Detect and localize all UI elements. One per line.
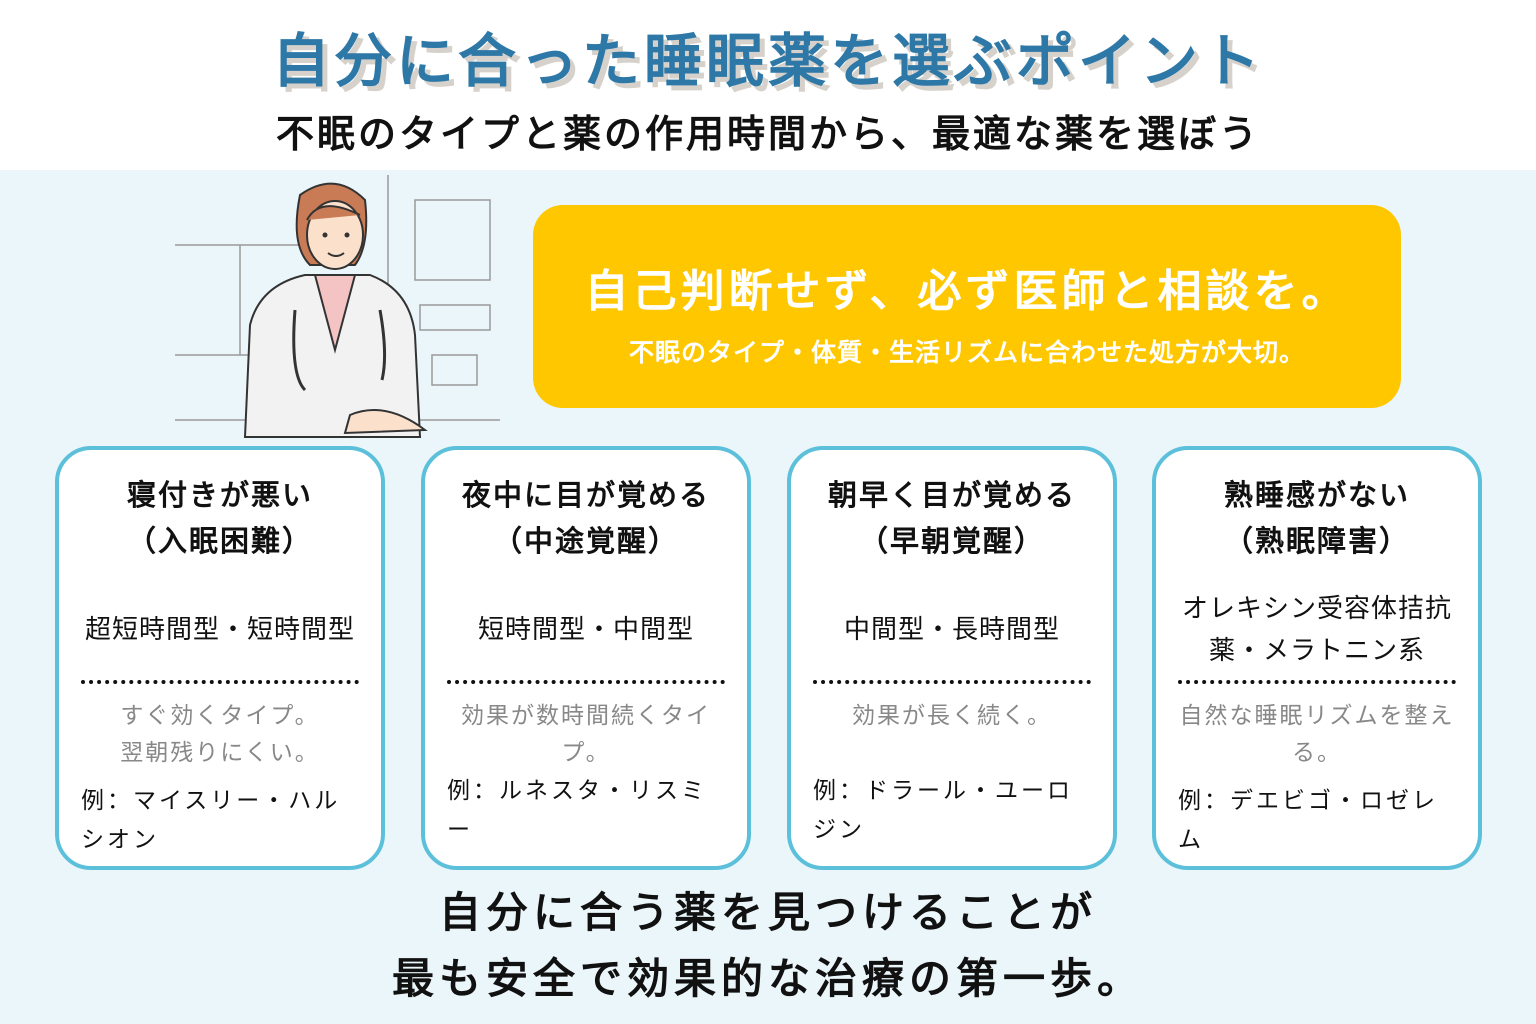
page-subtitle: 不眠のタイプと薬の作用時間から、最適な薬を選ぼう xyxy=(275,112,1260,156)
insomnia-card-early-waking: 朝早く目が覚める （早朝覚醒） 中間型・長時間型 効果が長く続く。 例：ドラール・… xyxy=(787,446,1117,870)
doctor-illustration xyxy=(175,175,500,438)
card-drug-type: 短時間型・中間型 xyxy=(477,615,694,645)
card-drug-type: オレキシン受容体拮抗薬・メラトニン系 xyxy=(1181,594,1452,666)
dotted-divider xyxy=(81,680,359,684)
card-title: 夜中に目が覚める （中途覚醒） xyxy=(425,472,747,564)
closing-line-1: 自分に合う薬を見つけることが xyxy=(438,888,1097,937)
callout-subtext: 不眠のタイプ・体質・生活リズムに合わせた処方が大切。 xyxy=(628,338,1305,367)
card-title-line: 夜中に目が覚める xyxy=(461,478,710,512)
card-drug-type: 超短時間型・短時間型 xyxy=(84,615,355,645)
closing-message: 自分に合う薬を見つけることが 最も安全で効果的な治療の第一歩。 xyxy=(0,880,1536,1012)
dotted-divider xyxy=(447,680,725,684)
card-example: 例：マイスリー・ハルシオン xyxy=(81,788,341,853)
insomnia-card-mid-waking: 夜中に目が覚める （中途覚醒） 短時間型・中間型 効果が数時間続くタイプ。 例：ル… xyxy=(421,446,751,870)
card-title-line: 朝早く目が覚める xyxy=(827,478,1076,512)
card-title-subline: （入眠困難） xyxy=(126,524,313,558)
insomnia-card-sleep-onset: 寝付きが悪い （入眠困難） 超短時間型・短時間型 すぐ効くタイプ。 翌朝残りにくい… xyxy=(55,446,385,870)
insomnia-card-poor-quality: 熟睡感がない （熟眠障害） オレキシン受容体拮抗薬・メラトニン系 自然な睡眠リズム… xyxy=(1152,446,1482,870)
card-description: すぐ効くタイプ。 翌朝残りにくい。 xyxy=(120,703,320,766)
card-example: 例：デエビゴ・ロゼレム xyxy=(1178,788,1438,853)
dotted-divider xyxy=(1178,680,1456,684)
callout-heading: 自己判断せず、必ず医師と相談を。 xyxy=(584,266,1350,317)
card-description: 効果が数時間続くタイプ。 xyxy=(461,703,711,766)
card-title-line: 熟睡感がない xyxy=(1223,478,1410,512)
closing-line-2: 最も安全で効果的な治療の第一歩。 xyxy=(391,954,1144,1003)
card-description: 効果が長く続く。 xyxy=(852,703,1052,729)
dotted-divider xyxy=(813,680,1091,684)
card-title: 朝早く目が覚める （早朝覚醒） xyxy=(791,472,1113,564)
card-example: 例：ルネスタ・リスミー xyxy=(447,778,707,843)
card-title-line: 寝付きが悪い xyxy=(126,478,313,512)
card-title-subline: （早朝覚醒） xyxy=(858,524,1045,558)
advice-callout: 自己判断せず、必ず医師と相談を。 不眠のタイプ・体質・生活リズムに合わせた処方が… xyxy=(533,205,1401,408)
card-description: 自然な睡眠リズムを整える。 xyxy=(1179,703,1455,766)
card-title-subline: （熟眠障害） xyxy=(1223,524,1410,558)
card-example: 例：ドラール・ユーロジン xyxy=(813,778,1073,843)
header: 自分に合った睡眠薬を選ぶポイント 不眠のタイプと薬の作用時間から、最適な薬を選ぼ… xyxy=(0,0,1536,170)
card-title-subline: （中途覚醒） xyxy=(492,524,679,558)
page-title: 自分に合った睡眠薬を選ぶポイント xyxy=(271,27,1264,95)
card-title: 熟睡感がない （熟眠障害） xyxy=(1156,472,1478,564)
card-drug-type: 中間型・長時間型 xyxy=(843,615,1060,645)
card-title: 寝付きが悪い （入眠困難） xyxy=(59,472,381,564)
